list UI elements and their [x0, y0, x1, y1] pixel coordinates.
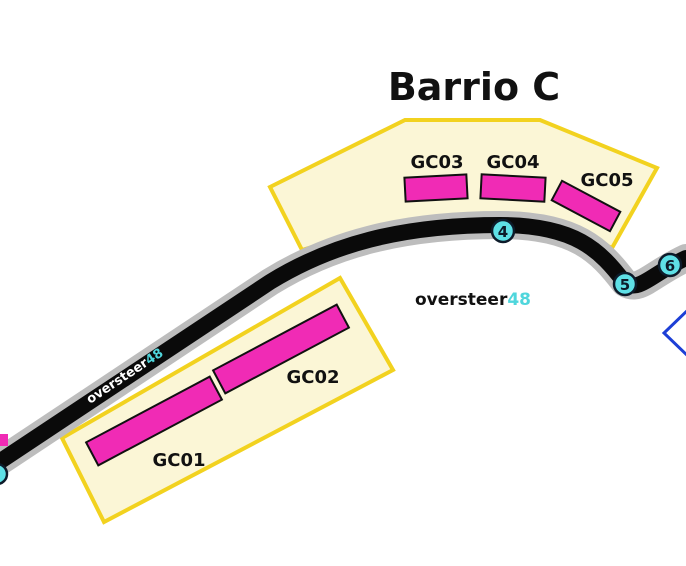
turn-marker-4[interactable]: 4 [490, 218, 516, 244]
map-watermark: oversteer48 [415, 290, 531, 310]
grandstand-gc03[interactable] [403, 173, 469, 203]
turn-number-6: 6 [665, 257, 675, 275]
turn-marker-6[interactable]: 6 [657, 252, 683, 278]
grandstand-label-gc03: GC03 [410, 152, 463, 173]
grandstand-gc01[interactable] [84, 375, 224, 467]
grandstand-gc02[interactable] [211, 303, 351, 395]
grandstand-label-gc04: GC04 [486, 152, 539, 173]
direction-arrow-icon [661, 309, 686, 357]
turn-marker-partial-left [0, 463, 9, 485]
grandstand-label-gc01: GC01 [152, 450, 205, 471]
turn-number-4: 4 [498, 223, 508, 241]
grandstand-edge-left [0, 434, 8, 446]
turn-marker-5[interactable]: 5 [612, 271, 638, 297]
sector-title: Barrio C [388, 65, 560, 109]
grandstand-gc05[interactable] [550, 179, 622, 233]
grandstand-gc04[interactable] [479, 173, 547, 203]
turn-number-5: 5 [620, 276, 630, 294]
grandstand-label-gc05: GC05 [580, 170, 633, 191]
grandstand-label-gc02: GC02 [286, 367, 339, 388]
